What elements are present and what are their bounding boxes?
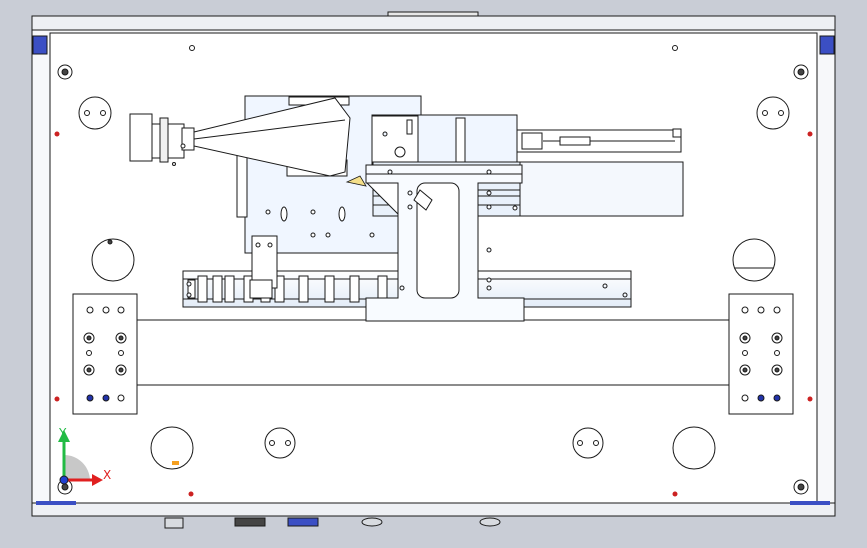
yellow-wedge (345, 175, 367, 187)
bottom-connectors (164, 517, 501, 529)
cross-beam (72, 319, 794, 386)
left-bracket (72, 293, 138, 415)
y-axis-label: Y (58, 426, 67, 440)
x-arrowhead (92, 474, 103, 486)
x-axis-label: X (103, 468, 111, 482)
mount-bosses (78, 96, 790, 470)
carriage-frame (365, 164, 525, 322)
small-holes (189, 45, 678, 51)
corner-screws (57, 64, 809, 495)
coordinate-triad: Y X (58, 426, 111, 486)
z-axis-dot (59, 475, 69, 485)
horn-antenna (129, 97, 351, 177)
right-bracket (728, 293, 794, 415)
connector-tab (249, 235, 278, 299)
y-arrowhead (58, 430, 70, 442)
